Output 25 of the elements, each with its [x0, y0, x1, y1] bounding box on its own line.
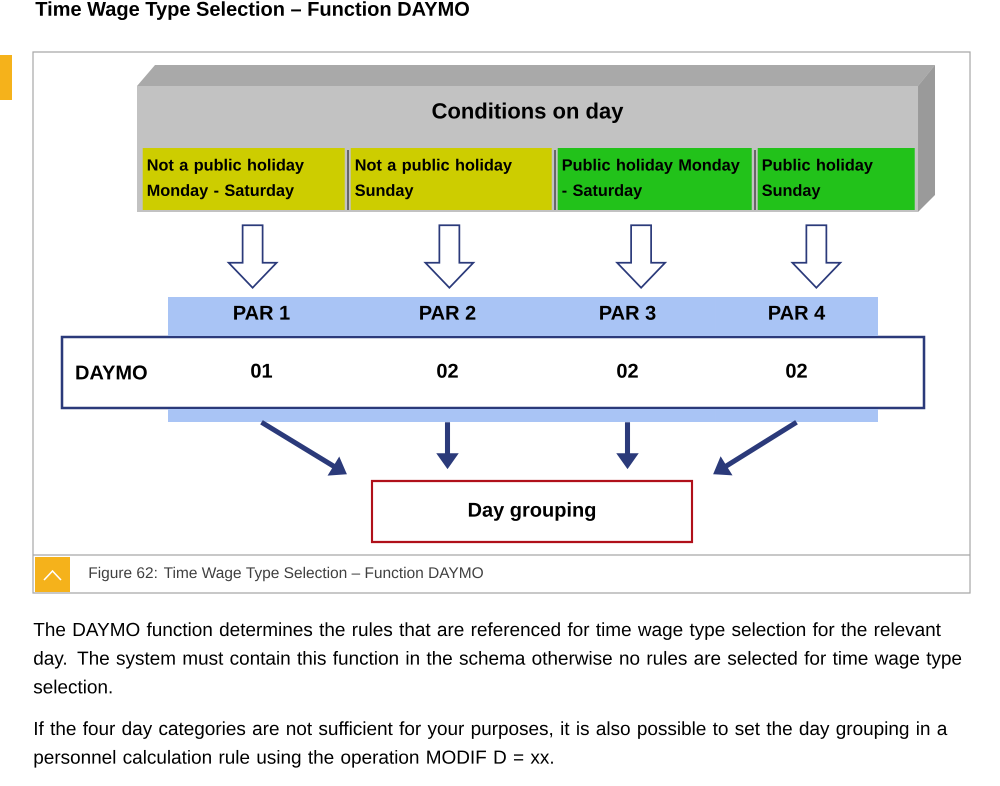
node-label: 02	[437, 364, 458, 378]
condition-cell: Not a public holiday Sunday	[350, 148, 552, 210]
parameter-column: PAR 2 02	[355, 297, 540, 422]
node-label: PAR 1	[234, 306, 290, 320]
paragraph: If the four day categories are not sufficient for your purposes, it is also possible to set the day grouping in a personnel calculation rule using the operation MODIF D = xx.	[34, 721, 948, 768]
result-box: Day grouping	[370, 480, 694, 544]
condition-cell: Public holiday Sunday	[758, 148, 915, 210]
parameter-column: PAR 4 02	[715, 297, 878, 422]
hollow-arrow	[790, 224, 842, 289]
node-label: 02	[786, 364, 807, 378]
parameter-column: PAR 1 01	[168, 297, 355, 422]
node-label: PAR 2	[420, 306, 476, 320]
title: Time Wage Type Selection – Function DAYMO	[36, 1, 469, 20]
hollow-arrow	[423, 224, 476, 289]
condition-cell: Public holiday Monday - Saturday	[558, 148, 752, 210]
parameter-column: PAR 3 02	[540, 297, 715, 422]
hollow-arrow	[226, 224, 279, 289]
hollow-arrow	[615, 224, 668, 289]
node-label: 02	[617, 364, 638, 378]
node-label: PAR 3	[600, 306, 656, 320]
node-label: PAR 4	[769, 306, 826, 320]
node-label: 01	[251, 364, 272, 378]
caption: Figure 62: Time Wage Type Selection – Function DAYMO	[90, 566, 483, 582]
paragraph: The DAYMO function determines the rules that are referenced for time wage type selection for the relevant day. The system must contain this function in the schema otherwise no rules are selected for time wage type selection.	[34, 622, 962, 694]
condition-cell: Not a public holiday Monday - Saturday	[142, 148, 345, 210]
